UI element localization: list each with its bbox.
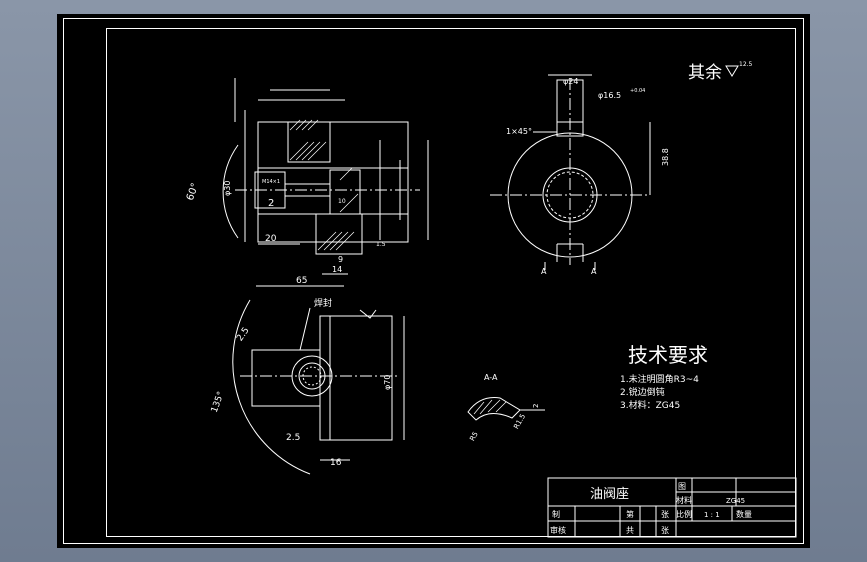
front-view: 60° φ30 2 20 65 14 9 10 M14×1 1.5	[185, 78, 429, 287]
dim-angle: 60°	[185, 182, 201, 202]
dim-2: 2	[268, 198, 274, 209]
dim-65: 65	[296, 276, 307, 286]
sheet-label-3: 共	[626, 526, 634, 535]
weld-note: 焊封	[314, 297, 332, 309]
tech-item-1: 1.未注明圆角R3~4	[620, 373, 699, 385]
dim-thread: M14×1	[262, 179, 280, 185]
drawing-sheet	[57, 14, 810, 548]
material-label: 材料	[676, 495, 692, 505]
sheet-outer-border	[63, 18, 804, 544]
scale-value: 1 : 1	[704, 511, 720, 519]
tech-item-2: 2.锐边倒钝	[620, 386, 665, 398]
sheet-label-4: 张	[661, 526, 669, 535]
dim-r5: R5	[468, 430, 480, 442]
tech-requirements: 技术要求 1.未注明圆角R3~4 2.锐边倒钝 3.材料：ZG45	[620, 343, 708, 411]
dim-1-5: 1.5	[376, 241, 386, 248]
material-value: ZG45	[726, 497, 745, 505]
bottom-view: 2.5 2.5 16 φ70 135° 焊封	[210, 297, 405, 475]
surface-finish-note: 其余 12.5	[688, 61, 753, 83]
section-mark-a1: A	[541, 267, 547, 276]
sheet-label-2: 张	[661, 510, 669, 519]
dim-tolerance: +0.04	[630, 88, 645, 94]
quantity-label: 数量	[736, 509, 752, 519]
dim-20: 20	[265, 234, 277, 244]
dim-16: 16	[330, 458, 342, 468]
dim-10: 10	[338, 198, 346, 205]
section-mark-a2: A	[591, 267, 597, 276]
designer-label: 制	[552, 509, 560, 519]
dim-angle-135: 135°	[210, 390, 227, 414]
drawing-label: 图	[678, 482, 686, 491]
dim-14: 14	[332, 265, 342, 274]
checker-label: 审核	[550, 525, 566, 535]
scale-label: 比例	[676, 509, 692, 519]
sheet-label-1: 第	[626, 509, 634, 519]
dim-height: 38.8	[661, 148, 670, 166]
surface-finish-label: 其余	[688, 63, 722, 83]
dim-d70: φ70	[383, 375, 392, 390]
dim-chamfer: 1×45°	[506, 127, 532, 136]
section-view: A-A R5 R1.5 2	[467, 373, 545, 442]
dim-9: 9	[338, 255, 343, 264]
dim-d30: φ30	[223, 181, 232, 196]
surface-finish-value: 12.5	[739, 61, 753, 68]
tech-item-3: 3.材料：ZG45	[620, 399, 680, 411]
part-name: 油阀座	[590, 487, 629, 502]
side-view: φ24 φ16.5 +0.04 1×45° 38.8 A A	[490, 74, 670, 276]
dim-d24: φ24	[563, 77, 578, 86]
dim-r25b: 2.5	[286, 433, 300, 443]
dim-2: 2	[532, 404, 540, 408]
title-block: 油阀座 图 材料 ZG45 比例 1 : 1 数量 制 审核 第 张 共 张	[547, 477, 797, 538]
dim-d16: φ16.5	[598, 91, 621, 100]
section-label: A-A	[484, 373, 498, 382]
sheet-inner-border	[106, 28, 796, 537]
tech-title: 技术要求	[628, 343, 708, 367]
